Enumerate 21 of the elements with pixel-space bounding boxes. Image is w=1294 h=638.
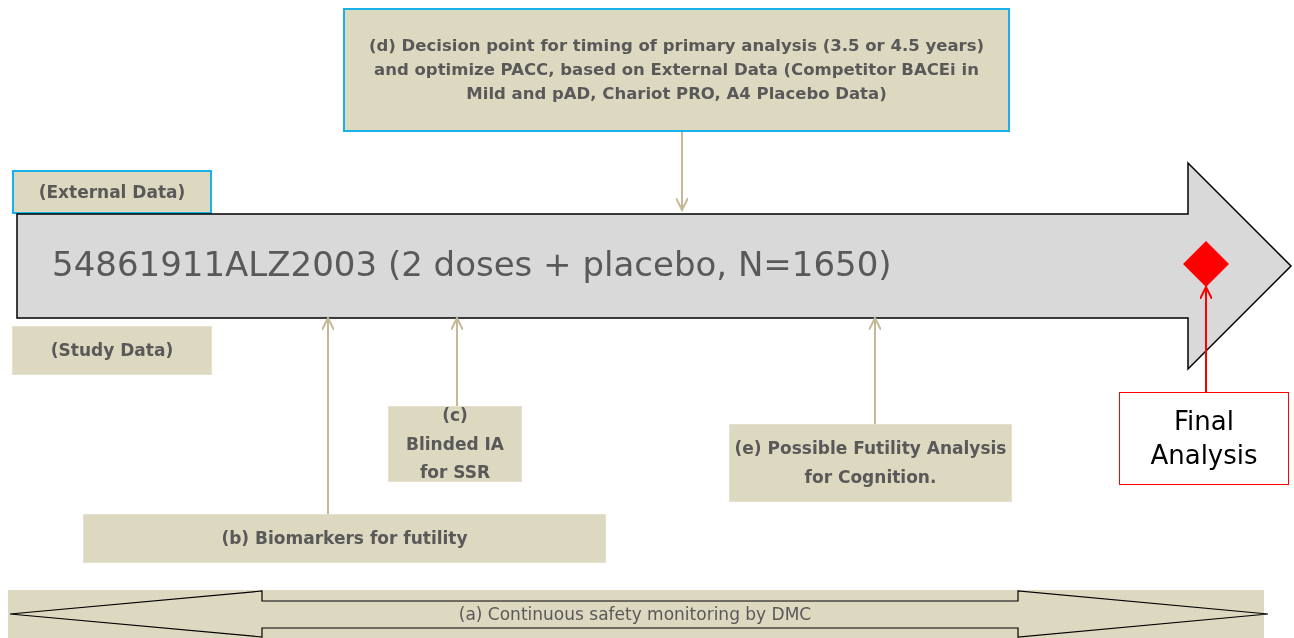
node-text: (c) Blinded IA for SSR [405,403,505,485]
node-text: (d) Decision point for timing of primary analysis (3.5 or 4.5 years) and optimize PACC, based on External Data (Competitor BACEi in Mild and pAD, Chariot PRO, A4 Placebo Data) [367,35,986,105]
biomarker-box [83,514,606,563]
futility-analysis-box [729,424,1012,502]
arrow [450,317,464,407]
node-text: (Study Data) [50,339,174,363]
node-text: (External Data) [38,180,186,204]
arrow [868,317,882,425]
node-text: Final Analysis [1149,404,1259,472]
node-text: (b) Biomarkers for futility [221,527,468,551]
node-text: (e) Possible Futility Analysis for Cognition. [733,437,1008,489]
study-data-box [12,326,212,375]
interim-analysis-box [388,406,522,482]
final-analysis-box [1119,392,1289,485]
arrow [321,317,335,515]
node-text: 54861911ALZ2003 (2 doses + placebo, N=1650) [52,243,892,287]
node-text: (a) Continuous safety monitoring by DMC [458,602,812,626]
arrow [1199,286,1213,393]
arrow [675,131,689,211]
decision-box [343,8,1010,132]
external-data-box [12,170,212,214]
